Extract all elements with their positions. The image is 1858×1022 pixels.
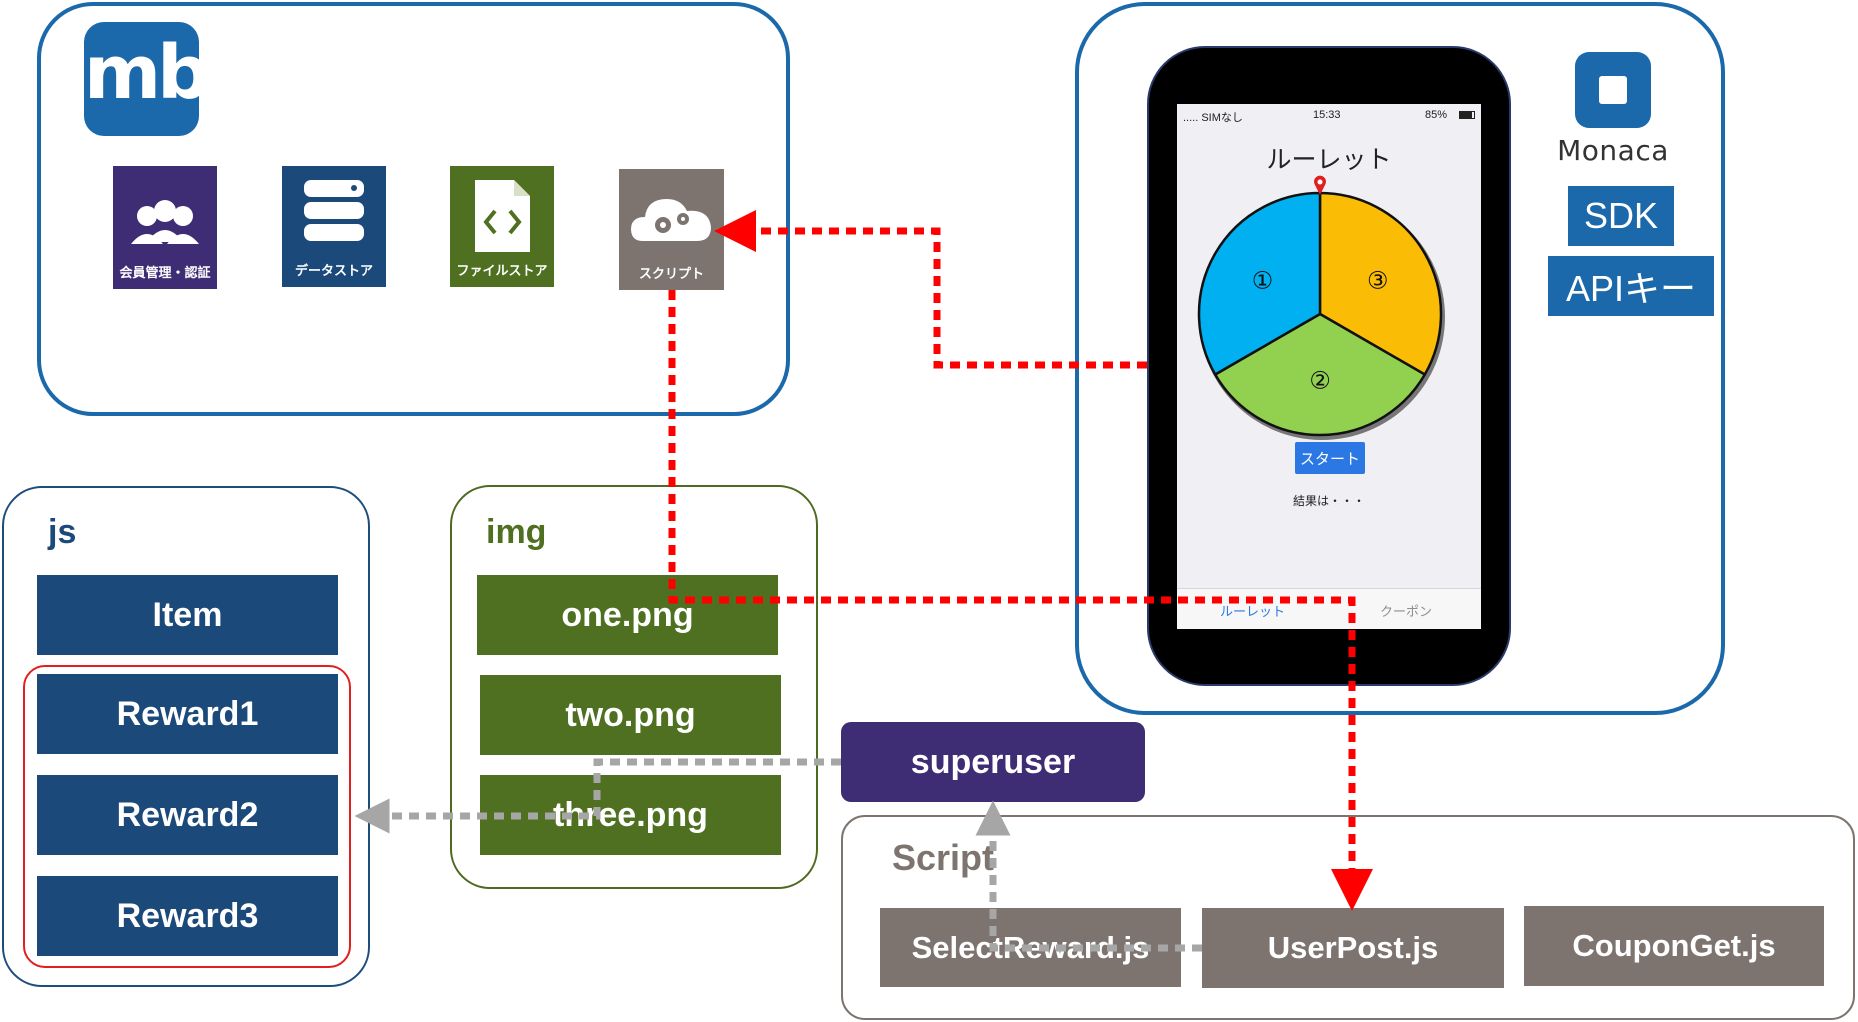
service-label: スクリプト bbox=[638, 266, 704, 281]
service-label: ファイルストア bbox=[456, 263, 548, 278]
result-text: 結果は・・・ bbox=[1292, 494, 1365, 508]
js-item-reward1: Reward1 bbox=[37, 674, 338, 754]
superuser-box: superuser bbox=[841, 722, 1145, 802]
script-item-selectreward: SelectReward.js bbox=[880, 908, 1181, 987]
apikey-label: APIキー bbox=[1548, 256, 1714, 316]
js-panel bbox=[2, 486, 370, 987]
battery-icon bbox=[1459, 111, 1475, 119]
script-item-couponget: CouponGet.js bbox=[1524, 906, 1824, 986]
tab-bar: ルーレット クーポン bbox=[1177, 588, 1481, 629]
service-label: データストア bbox=[294, 263, 373, 278]
file-code-icon bbox=[475, 180, 530, 252]
mbaas-panel bbox=[37, 2, 790, 416]
roulette-wheel: ① ③ ② bbox=[1197, 175, 1445, 440]
carrier-text: ..... SIMなし bbox=[1183, 112, 1243, 124]
reward-group-highlight bbox=[23, 665, 351, 968]
roulette-title: ルーレット bbox=[1266, 146, 1392, 174]
status-bar: ..... SIMなし 15:33 85% bbox=[1177, 104, 1481, 126]
service-label: 会員管理・認証 bbox=[119, 265, 211, 280]
mbaas-logo: mb bbox=[84, 22, 199, 136]
service-datastore: データストア bbox=[282, 166, 386, 287]
script-panel-title: Script bbox=[892, 837, 995, 878]
script-item-userpost: UserPost.js bbox=[1202, 908, 1504, 988]
pointer-pin-dot bbox=[1317, 179, 1323, 185]
mbaas-logo-text: mb bbox=[84, 30, 199, 116]
sdk-label: SDK bbox=[1568, 186, 1674, 246]
tab-roulette[interactable]: ルーレット bbox=[1220, 604, 1286, 619]
img-item-two: two.png bbox=[480, 675, 781, 755]
js-panel-title: js bbox=[48, 513, 77, 551]
service-script: スクリプト bbox=[619, 169, 724, 290]
service-user-auth: 会員管理・認証 bbox=[113, 166, 217, 289]
wheel-segment-label: ② bbox=[1309, 367, 1331, 395]
monaca-logo-mark bbox=[1599, 76, 1627, 104]
pointer-pin-icon bbox=[1314, 175, 1326, 195]
cloud-gears-icon bbox=[631, 199, 711, 241]
start-button[interactable]: スタート bbox=[1295, 442, 1365, 474]
clock-text: 15:33 bbox=[1313, 109, 1341, 121]
battery-text: 85% bbox=[1425, 109, 1448, 121]
phone-screen: ..... SIMなし 15:33 85% ルーレット ① ③ ② スタート 結果は… bbox=[1177, 104, 1481, 629]
wheel-segment-label: ① bbox=[1252, 267, 1274, 295]
database-icon bbox=[304, 180, 364, 241]
service-filestore: ファイルストア bbox=[450, 166, 554, 287]
img-panel-title: img bbox=[486, 513, 547, 551]
wheel-segment-label: ③ bbox=[1367, 267, 1389, 295]
monaca-name: Monaca bbox=[1557, 134, 1669, 167]
js-item-reward2: Reward2 bbox=[37, 775, 338, 855]
users-icon bbox=[131, 200, 199, 244]
js-item-reward3: Reward3 bbox=[37, 876, 338, 956]
js-item-item: Item bbox=[37, 575, 338, 655]
img-item-one: one.png bbox=[477, 575, 778, 655]
monaca-logo bbox=[1575, 52, 1651, 128]
img-item-three: three.png bbox=[480, 775, 781, 855]
tab-coupon[interactable]: クーポン bbox=[1380, 604, 1433, 619]
